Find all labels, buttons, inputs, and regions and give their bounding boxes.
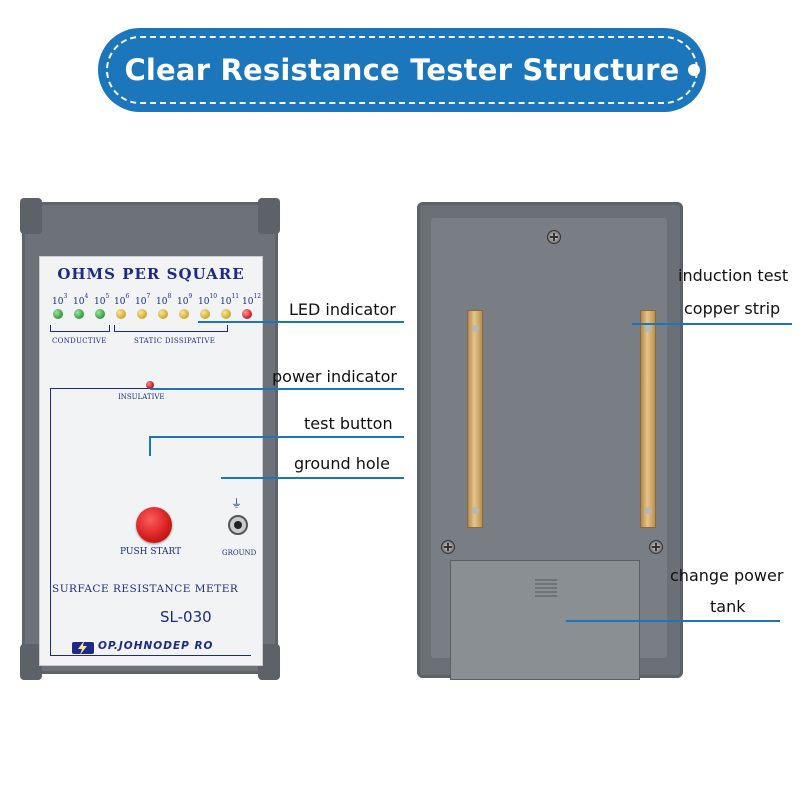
insulative-label: INSULATIVE: [118, 393, 165, 401]
exponent-label: 104: [73, 293, 89, 307]
exponent-label: 106: [114, 293, 130, 307]
exponent-label: 103: [52, 293, 68, 307]
panel-title: OHMS PER SQUARE: [57, 265, 245, 283]
exponent-label: 1010: [198, 293, 218, 307]
ground-icon: ⏚: [231, 497, 242, 510]
screw-icon: [649, 540, 663, 554]
strip-rivet: [472, 507, 479, 514]
tester-back: [417, 202, 683, 680]
meter-name: SURFACE RESISTANCE METER: [52, 583, 239, 595]
screw-icon: [547, 230, 561, 244]
led-red: [242, 309, 252, 319]
copper-strip-right: [640, 310, 656, 528]
strip-rivet: [645, 325, 652, 332]
model-number: SL-030: [160, 608, 212, 626]
corner-tab: [258, 198, 280, 234]
led-yellow-6: [221, 309, 231, 319]
callout-change-power: change power: [670, 566, 784, 585]
power-led: [146, 381, 154, 389]
led-green-1: [53, 309, 63, 319]
led-yellow-2: [137, 309, 147, 319]
copper-strip-left: [467, 310, 483, 528]
conductive-label: CONDUCTIVE: [52, 337, 107, 345]
callout-tank: tank: [710, 597, 746, 616]
banner-eyelet: [688, 64, 700, 76]
static-bracket: [114, 325, 228, 332]
tester-front: OHMS PER SQUARE 103 104 105 106 107 108 …: [20, 198, 280, 680]
strip-rivet: [472, 325, 479, 332]
callout-copper-strip: copper strip: [684, 299, 781, 318]
callout-ground-hole: ground hole: [294, 454, 390, 473]
exponent-row: 103 104 105 106 107 108 109 1010 1011 10…: [50, 293, 261, 307]
screw-icon: [441, 540, 455, 554]
led-yellow-4: [179, 309, 189, 319]
page-title: Clear Resistance Tester Structure: [124, 53, 680, 87]
ground-jack[interactable]: [228, 515, 248, 535]
led-yellow-3: [158, 309, 168, 319]
led-green-3: [95, 309, 105, 319]
corner-tab: [20, 198, 42, 234]
callout-power-indicator: power indicator: [272, 367, 397, 386]
conductive-bracket: [50, 325, 110, 332]
brand-name: OP.JOHNODEP RO: [98, 640, 214, 652]
static-dissipative-label: STATIC DISSIPATIVE: [134, 337, 216, 345]
exponent-label: 1011: [220, 293, 240, 307]
callout-led-indicator: LED indicator: [289, 300, 396, 319]
callout-induction-test: induction test: [678, 266, 789, 285]
exponent-label: 108: [156, 293, 172, 307]
exponent-label: 1012: [242, 293, 262, 307]
push-start-button[interactable]: [136, 507, 172, 543]
battery-vent: [535, 579, 557, 597]
brand-lightning-icon: [72, 641, 94, 655]
led-green-2: [74, 309, 84, 319]
battery-cover[interactable]: [450, 560, 640, 680]
corner-tab: [20, 644, 42, 680]
title-banner: Clear Resistance Tester Structure: [98, 28, 706, 112]
callout-test-button: test button: [304, 414, 393, 433]
exponent-label: 109: [177, 293, 193, 307]
exponent-label: 107: [135, 293, 151, 307]
exponent-label: 105: [94, 293, 110, 307]
strip-rivet: [645, 507, 652, 514]
front-label-panel: OHMS PER SQUARE 103 104 105 106 107 108 …: [39, 256, 263, 666]
led-yellow-5: [200, 309, 210, 319]
corner-tab: [258, 644, 280, 680]
ground-label: GROUND: [222, 549, 257, 557]
led-yellow-1: [116, 309, 126, 319]
push-start-label: PUSH START: [120, 547, 182, 557]
